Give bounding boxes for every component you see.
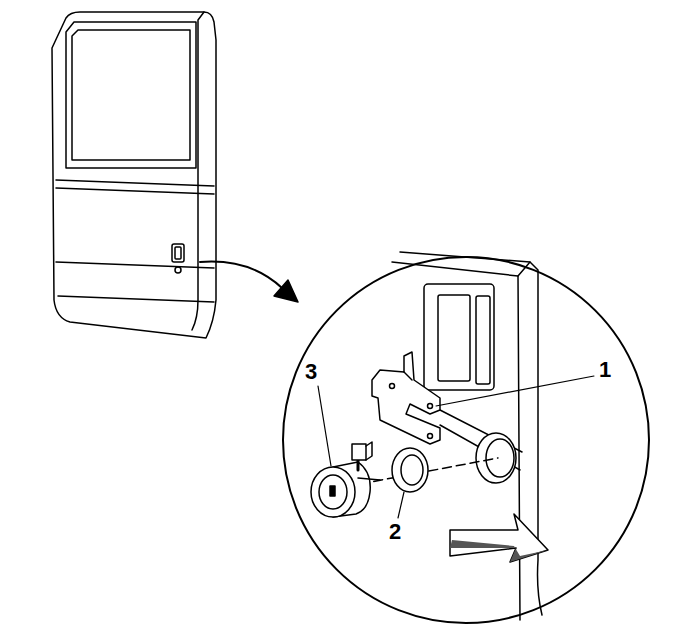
detail-view — [283, 252, 649, 623]
lock-cylinder — [311, 442, 380, 517]
direction-arrow — [450, 514, 548, 562]
door-hole — [476, 433, 516, 483]
grommet — [392, 448, 428, 492]
sliding-door — [52, 12, 216, 338]
detail-arrow — [200, 262, 298, 302]
callout-number: 2 — [387, 520, 403, 544]
callout-number: 1 — [597, 358, 613, 382]
callout-number: 3 — [303, 360, 319, 384]
lock-bracket — [372, 352, 440, 444]
leader-lines — [318, 376, 594, 518]
